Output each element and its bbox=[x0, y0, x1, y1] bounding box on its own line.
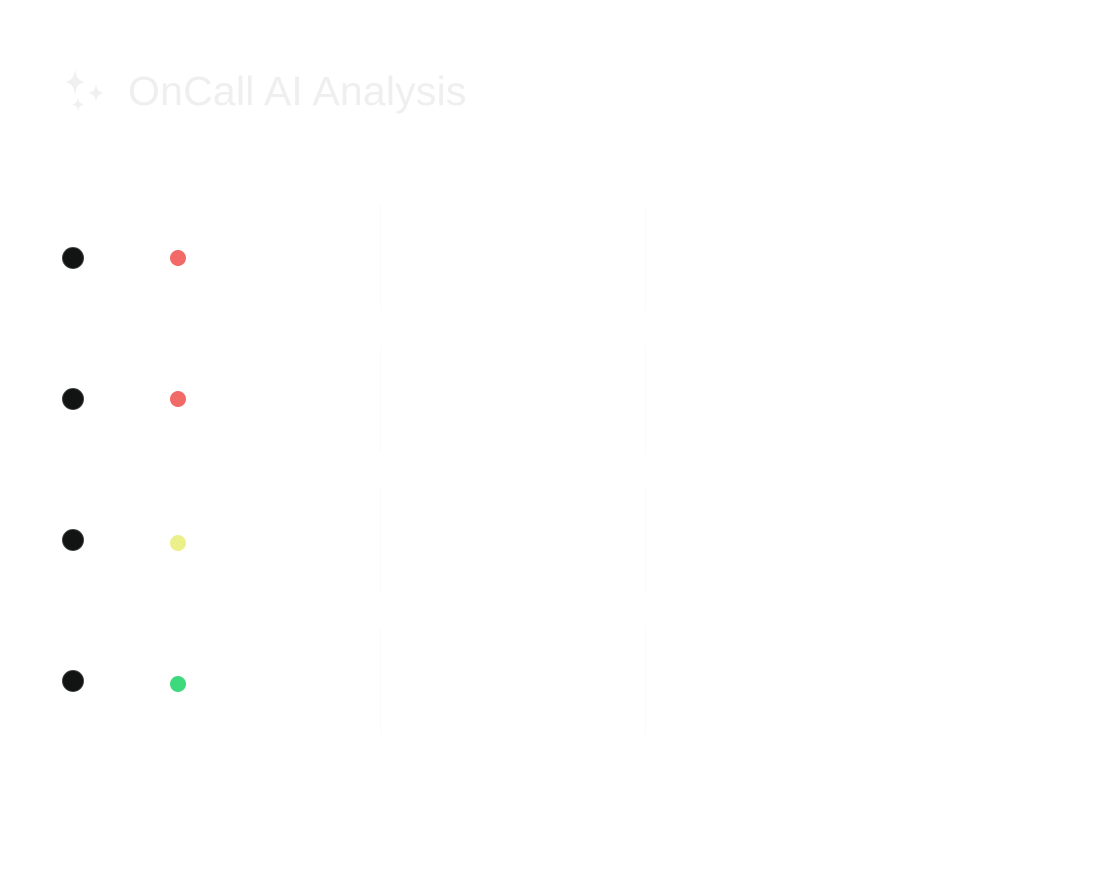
column-divider bbox=[380, 205, 381, 311]
status-indicator bbox=[170, 676, 186, 692]
list-item bbox=[0, 487, 1097, 593]
column-divider bbox=[380, 487, 381, 593]
row-select-radio[interactable] bbox=[62, 247, 84, 269]
list-item bbox=[0, 205, 1097, 311]
column-divider bbox=[380, 346, 381, 452]
page-title: OnCall AI Analysis bbox=[128, 68, 467, 114]
column-divider bbox=[645, 628, 646, 734]
status-indicator bbox=[170, 535, 186, 551]
list-item bbox=[0, 346, 1097, 452]
list-item bbox=[0, 628, 1097, 734]
status-indicator bbox=[170, 391, 186, 407]
status-indicator bbox=[170, 250, 186, 266]
column-divider bbox=[645, 487, 646, 593]
row-select-radio[interactable] bbox=[62, 670, 84, 692]
row-select-radio[interactable] bbox=[62, 388, 84, 410]
column-divider bbox=[645, 205, 646, 311]
header: OnCall AI Analysis bbox=[58, 62, 467, 120]
column-divider bbox=[380, 628, 381, 734]
column-divider bbox=[645, 346, 646, 452]
sparkle-icon bbox=[65, 69, 104, 112]
row-select-radio[interactable] bbox=[62, 529, 84, 551]
